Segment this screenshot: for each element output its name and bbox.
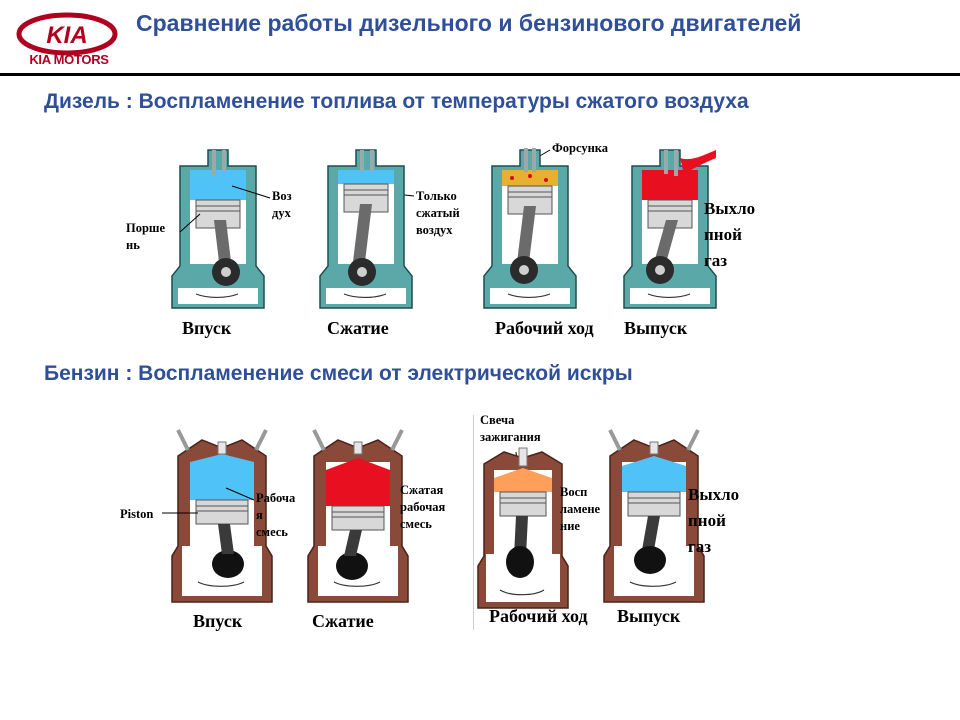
petrol-piston-label: Piston bbox=[120, 507, 154, 521]
diesel-intake-diagram bbox=[171, 149, 265, 309]
kia-logo: KIA bbox=[16, 12, 118, 56]
petrol-working-mix-label: Рабоча я смесь bbox=[256, 491, 296, 539]
petrol-power-diagram bbox=[477, 447, 569, 609]
diesel-intake-caption: Впуск bbox=[182, 318, 232, 338]
petrol-divider bbox=[473, 415, 474, 630]
petrol-exhaust-gas-label: Выхло пной газ bbox=[688, 485, 740, 556]
diesel-exhaust-caption: Выпуск bbox=[624, 318, 688, 338]
diesel-compression-caption: Сжатие bbox=[327, 318, 389, 338]
diesel-exhaust-gas-label: Выхло пной газ bbox=[704, 199, 756, 270]
diesel-injector-label: Форсунка bbox=[552, 141, 609, 155]
petrol-compression-diagram bbox=[307, 429, 409, 603]
diesel-compression-diagram bbox=[319, 149, 413, 309]
petrol-power-caption: Рабочий ход bbox=[489, 606, 588, 626]
petrol-spark-plug-label: Свеча зажигания bbox=[480, 413, 541, 444]
diesel-piston-label: Порше нь bbox=[126, 221, 166, 252]
petrol-compressed-mix-label: Сжатая рабочая смесь bbox=[400, 483, 446, 531]
diesel-compressed-air-label: Только сжатый воздух bbox=[416, 189, 460, 237]
petrol-ignition-label: Восп ламене ние bbox=[560, 485, 601, 533]
brand-name: KIA MOTORS bbox=[29, 52, 109, 67]
petrol-heading: Бензин : Воспламенение смеси от электрич… bbox=[44, 362, 633, 385]
petrol-exhaust-diagram bbox=[603, 429, 705, 603]
petrol-exhaust-caption: Выпуск bbox=[617, 606, 681, 626]
diesel-exhaust-diagram bbox=[623, 149, 717, 309]
diesel-power-caption: Рабочий ход bbox=[495, 318, 594, 338]
petrol-intake-diagram bbox=[171, 429, 273, 603]
diesel-heading: Дизель : Воспламенение топлива от темпер… bbox=[44, 90, 749, 113]
diesel-power-diagram bbox=[483, 148, 577, 309]
page-title: Сравнение работы дизельного и бензиновог… bbox=[136, 10, 802, 36]
petrol-compression-caption: Сжатие bbox=[312, 611, 374, 631]
header-divider bbox=[0, 73, 960, 76]
diesel-air-label: Воз дух bbox=[272, 189, 292, 220]
kia-logo-text: KIA bbox=[46, 22, 87, 49]
petrol-intake-caption: Впуск bbox=[193, 611, 243, 631]
